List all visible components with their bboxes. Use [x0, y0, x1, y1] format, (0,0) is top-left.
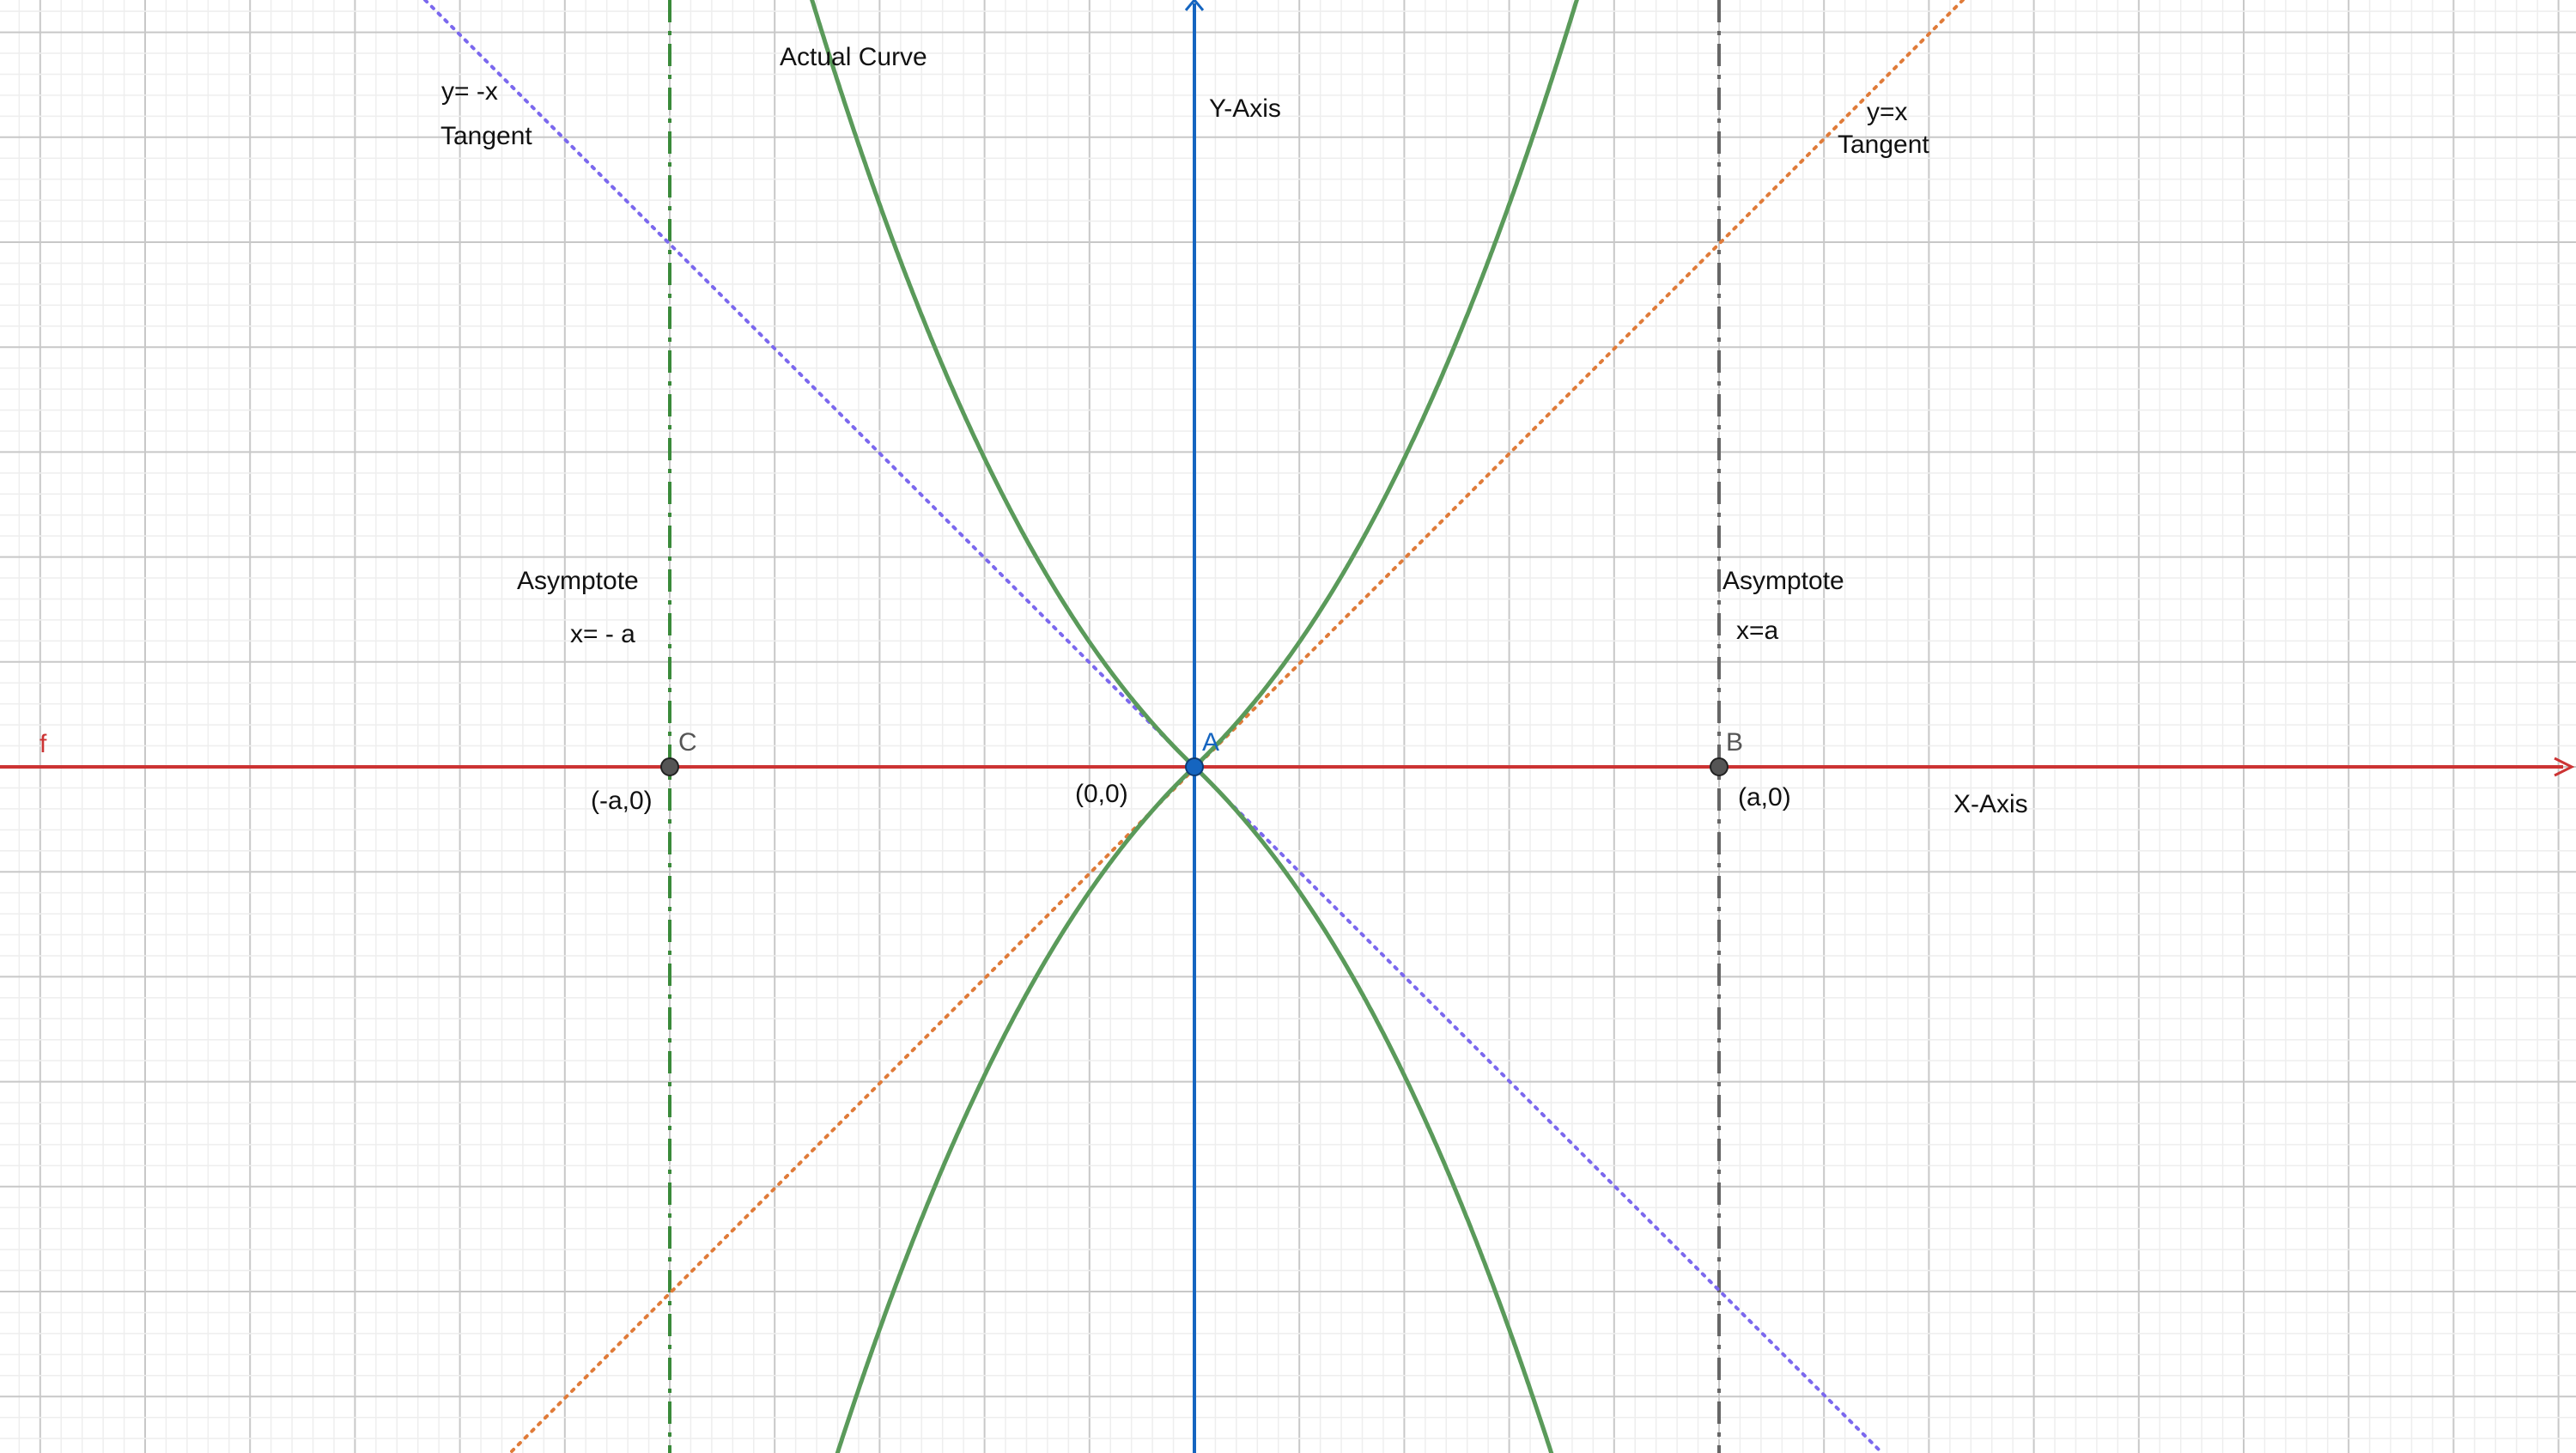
- point-c[interactable]: [660, 757, 679, 776]
- tangent-pos-line[interactable]: [508, 0, 1965, 1453]
- asymptote-right-word-label: Asymptote: [1722, 567, 1844, 595]
- asymptote-right-eq-label: x=a: [1736, 617, 1779, 645]
- point-b[interactable]: [1710, 757, 1728, 776]
- actual-curve[interactable]: [810, 0, 1579, 1453]
- x-axis-label: X-Axis: [1953, 790, 2028, 818]
- tangent-pos-word-label: Tangent: [1838, 131, 1929, 159]
- arrow-right-icon: [2554, 757, 2575, 777]
- asymptote-left-word-label: Asymptote: [517, 567, 639, 595]
- actual-curve-label: Actual Curve: [780, 43, 927, 71]
- point-b-coord: (a,0): [1738, 783, 1791, 812]
- point-c-name: C: [678, 728, 697, 757]
- tangent-pos-eq-label: y=x: [1867, 98, 1908, 126]
- tangent-neg-word-label: Tangent: [440, 122, 532, 150]
- point-c-coord: (-a,0): [591, 787, 653, 815]
- tangent-neg-eq-label: y= -x: [441, 77, 498, 106]
- y-axis-label: Y-Axis: [1209, 94, 1281, 123]
- point-a[interactable]: [1185, 757, 1204, 776]
- asymptote-left-eq-label: x= - a: [570, 620, 635, 648]
- axis-f-label: f: [39, 730, 47, 758]
- point-b-name: B: [1726, 728, 1743, 757]
- point-a-coord: (0,0): [1075, 780, 1128, 808]
- arrow-up-icon: [1184, 0, 1205, 11]
- point-a-name: A: [1202, 728, 1219, 757]
